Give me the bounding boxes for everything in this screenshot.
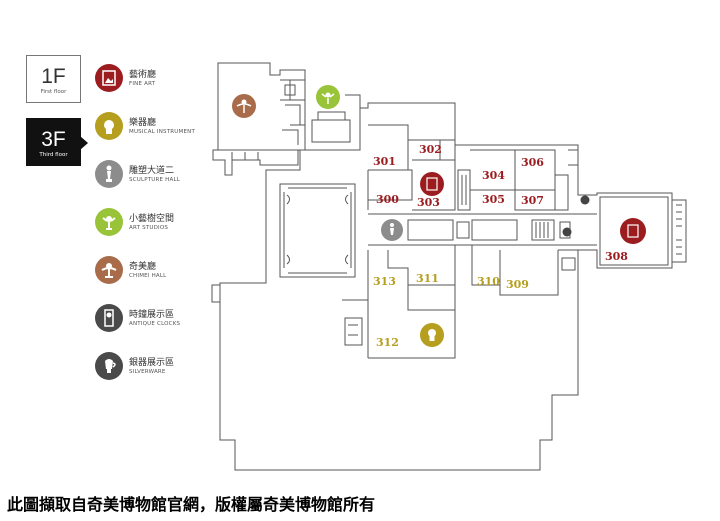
- clock-icon: [95, 304, 123, 332]
- copyright-footer: 此圖擷取自奇美博物館官網，版權屬奇美博物館所有: [7, 495, 376, 514]
- legend-zh: 奇美廳: [129, 262, 157, 272]
- legend-en: ANTIQUE CLOCKS: [129, 321, 181, 327]
- map-icon-fine-art-308: [620, 218, 646, 244]
- legend-en: SILVERWARE: [129, 369, 166, 375]
- room-311-label[interactable]: 311: [416, 272, 439, 285]
- legend-en: CHIMEI HALL: [129, 273, 167, 279]
- silverware-icon: [95, 352, 123, 380]
- legend-silverware[interactable]: 銀器展示區 SILVERWARE: [95, 352, 215, 386]
- map-icon-art-studios: [316, 85, 340, 109]
- floor-1f-button[interactable]: 1F First floor: [26, 55, 81, 103]
- room-302-label[interactable]: 302: [419, 143, 442, 156]
- legend-en: ART STUDIOS: [129, 225, 169, 231]
- legend-zh: 藝術廳: [129, 70, 157, 80]
- room-306-label[interactable]: 306: [521, 156, 544, 169]
- room-305-label[interactable]: 305: [482, 193, 505, 206]
- room-303-label[interactable]: 303: [417, 196, 440, 209]
- legend-zh: 雕塑大道二: [129, 166, 175, 176]
- art-studios-icon: [95, 208, 123, 236]
- room-312-label[interactable]: 312: [376, 336, 399, 349]
- room-313-label[interactable]: 313: [373, 275, 396, 288]
- legend-zh: 小藝樹空間: [129, 214, 175, 224]
- sculpture-icon: [95, 160, 123, 188]
- atrium: [279, 183, 356, 278]
- legend-chimei-hall[interactable]: 奇美廳 CHIMEI HALL: [95, 256, 215, 290]
- map-icon-fine-art-303: [420, 172, 444, 196]
- floor-1f-sublabel: First floor: [40, 89, 67, 95]
- legend-zh: 時鐘展示區: [129, 310, 175, 320]
- legend-zh: 銀器展示區: [129, 358, 175, 368]
- legend-antique-clocks[interactable]: 時鐘展示區 ANTIQUE CLOCKS: [95, 304, 215, 338]
- musical-instrument-icon: [95, 112, 123, 140]
- map-icon-musical-instrument: [420, 323, 444, 347]
- chimei-hall-icon: [95, 256, 123, 284]
- legend-en: MUSICAL INSTRUMENT: [129, 129, 196, 135]
- map-icon-sculpture-hall: [381, 219, 403, 241]
- room-308-label[interactable]: 308: [605, 250, 628, 263]
- legend-sculpture-hall[interactable]: 雕塑大道二 SCULPTURE HALL: [95, 160, 215, 194]
- legend-en: FINE ART: [129, 81, 156, 87]
- floor-3f-label: 3F: [41, 128, 66, 151]
- floor-3f-sublabel: Third floor: [39, 152, 68, 158]
- corridor: [368, 213, 597, 246]
- room-300-label[interactable]: 300: [376, 193, 399, 206]
- map-icon-chimei-hall: [232, 94, 256, 118]
- legend-musical-instrument[interactable]: 樂器廳 MUSICAL INSTRUMENT: [95, 112, 215, 146]
- building-outline: [211, 102, 673, 471]
- annex-outline: [212, 62, 306, 176]
- room-301-label[interactable]: 301: [373, 155, 396, 168]
- room-307-label[interactable]: 307: [521, 194, 544, 207]
- legend-en: SCULPTURE HALL: [129, 177, 180, 183]
- room-310-label[interactable]: 310: [477, 275, 500, 288]
- room-309-label[interactable]: 309: [506, 278, 529, 291]
- floor-3f-button[interactable]: 3F Third floor: [26, 118, 88, 166]
- floor-1f-label: 1F: [41, 65, 66, 88]
- map-icon-restroom-2: [562, 227, 572, 237]
- map-icon-restroom-1: [580, 195, 590, 205]
- legend-fine-art[interactable]: 藝術廳 FINE ART: [95, 64, 215, 98]
- fine-art-icon: [95, 64, 123, 92]
- room-304-label[interactable]: 304: [482, 169, 505, 182]
- legend-art-studios[interactable]: 小藝樹空間 ART STUDIOS: [95, 208, 215, 242]
- legend-zh: 樂器廳: [129, 118, 157, 128]
